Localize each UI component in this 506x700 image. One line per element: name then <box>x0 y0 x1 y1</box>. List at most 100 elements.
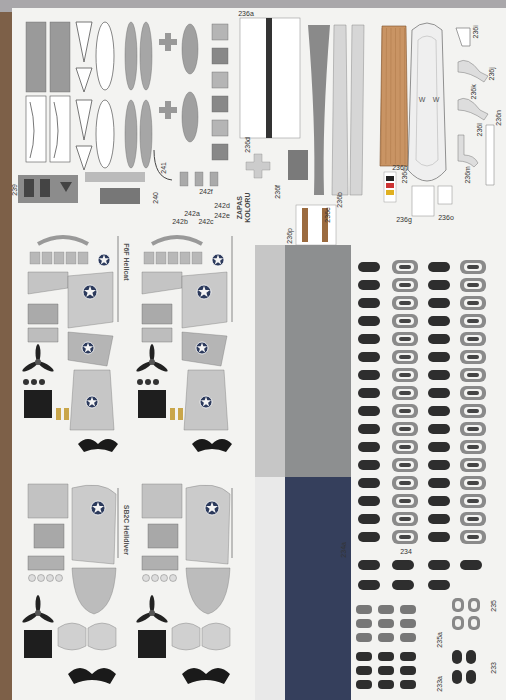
small-porthole <box>356 619 372 628</box>
black-panel <box>24 630 52 658</box>
panel-part <box>28 304 58 324</box>
panel-part <box>142 328 172 342</box>
porthole-centre <box>399 391 411 395</box>
strip-part <box>486 125 494 185</box>
wheel-part <box>56 575 63 582</box>
curved-part <box>456 28 470 46</box>
flag-part <box>386 183 394 188</box>
wing-panel <box>182 332 227 366</box>
porthole-blank <box>358 580 380 590</box>
brown-strip <box>302 208 308 242</box>
oval-part <box>96 100 114 168</box>
porthole-glass <box>464 515 482 523</box>
porthole-blank <box>392 580 414 590</box>
porthole-ring <box>392 314 418 328</box>
insignia-disc <box>86 396 98 408</box>
porthole-centre <box>399 535 411 539</box>
porthole-glass <box>464 299 482 307</box>
small-porthole <box>468 616 480 630</box>
blade-part <box>125 100 137 168</box>
hull-outline <box>408 23 446 181</box>
sheet-part <box>296 205 336 245</box>
panel-part <box>168 252 178 264</box>
porthole-centre <box>399 517 411 521</box>
porthole-glass <box>464 281 482 289</box>
curved-part <box>458 98 488 120</box>
black-panel <box>24 390 52 418</box>
panel-part <box>192 252 202 264</box>
strip-part <box>85 172 145 182</box>
part-number: 242b <box>172 218 188 226</box>
strut-part <box>117 488 118 558</box>
panel-part <box>142 556 178 570</box>
part-number: 242f <box>199 188 213 196</box>
porthole-blank <box>428 316 450 326</box>
strip-part <box>50 22 70 92</box>
porthole-centre <box>467 391 479 395</box>
long-part <box>350 25 364 195</box>
hull-part <box>408 23 452 216</box>
porthole-ring <box>392 530 418 544</box>
black-panel <box>138 630 166 658</box>
panel-part <box>18 175 78 203</box>
square-part <box>212 120 228 136</box>
cowling-ring <box>152 237 202 244</box>
porthole-centre <box>467 283 479 287</box>
porthole-blank <box>358 352 380 362</box>
wing-panel <box>72 568 116 614</box>
top-left-parts <box>18 22 228 204</box>
strip-part <box>26 22 46 92</box>
blade-part <box>140 22 152 90</box>
hellcat-parts <box>135 236 232 452</box>
porthole-glass <box>464 497 482 505</box>
part-number: 233a <box>436 676 444 692</box>
small-porthole-glass <box>455 601 461 609</box>
triangle-part <box>76 100 92 140</box>
part-number: 236m <box>464 166 472 184</box>
wheel-part <box>153 379 159 385</box>
porthole-glass <box>396 533 414 541</box>
porthole-centre <box>399 283 411 287</box>
porthole-centre <box>399 499 411 503</box>
blade-part <box>125 22 137 90</box>
insignia-disc <box>98 254 110 266</box>
porthole-ring <box>392 386 418 400</box>
porthole-centre <box>399 481 411 485</box>
small-porthole-glass <box>471 601 477 609</box>
panel-part <box>148 524 178 548</box>
blade-part <box>140 100 152 168</box>
yellow-part <box>170 408 175 420</box>
panel-part <box>42 252 52 264</box>
porthole-blank <box>358 460 380 470</box>
propeller-hub <box>149 610 155 616</box>
porthole-centre <box>467 499 479 503</box>
small-porthole <box>378 633 394 642</box>
porthole-centre <box>399 373 411 377</box>
porthole-centre <box>467 517 479 521</box>
part-number: 236b <box>336 192 344 208</box>
porthole-centre <box>467 481 479 485</box>
part-number: 242a <box>184 210 200 218</box>
part-number: 242e <box>214 212 230 220</box>
porthole-ring <box>460 530 486 544</box>
small-porthole <box>452 598 464 612</box>
black-part <box>78 439 118 452</box>
small-porthole <box>356 652 372 661</box>
strut-part <box>117 236 118 322</box>
strut-part <box>231 488 232 558</box>
porthole-ring <box>460 404 486 418</box>
porthole-ring <box>460 386 486 400</box>
strut-part <box>231 236 232 322</box>
porthole-blank <box>428 442 450 452</box>
panel-part <box>28 484 68 518</box>
small-porthole <box>452 650 462 664</box>
small-porthole <box>356 605 372 614</box>
porthole-glass <box>396 281 414 289</box>
insignia-star <box>201 397 211 407</box>
panel-part <box>66 252 76 264</box>
porthole-ring <box>460 458 486 472</box>
porthole-blank <box>428 352 450 362</box>
long-part <box>332 25 348 195</box>
porthole-glass <box>396 461 414 469</box>
